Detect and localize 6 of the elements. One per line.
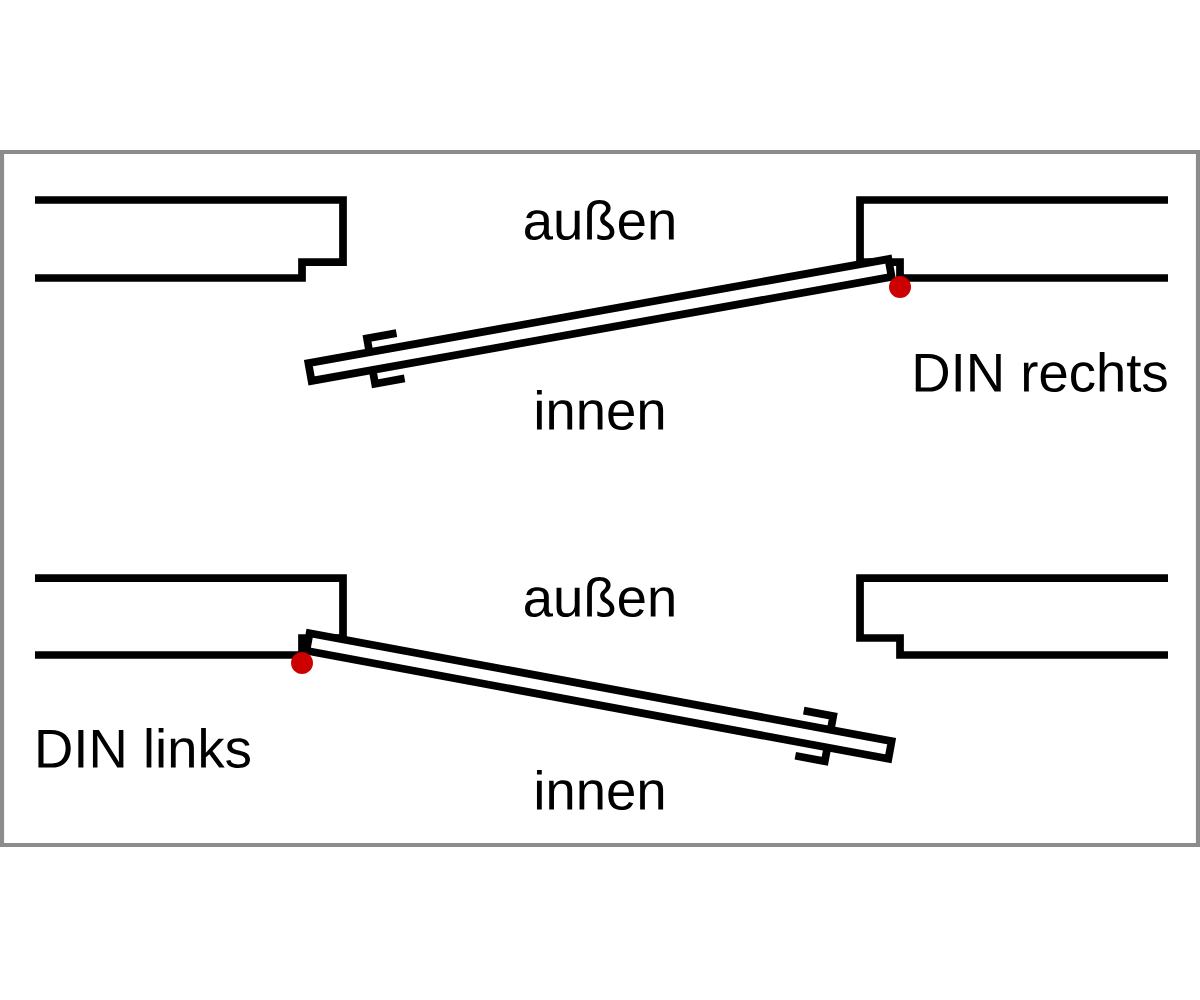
- side-label: außen: [525, 200, 674, 241]
- side-label: innen: [536, 390, 664, 431]
- side-label: innen: [536, 770, 664, 811]
- hinge-label: DIN rechts: [915, 352, 1167, 393]
- side-label: außen: [525, 577, 674, 618]
- hinge-label: DIN links: [38, 728, 250, 769]
